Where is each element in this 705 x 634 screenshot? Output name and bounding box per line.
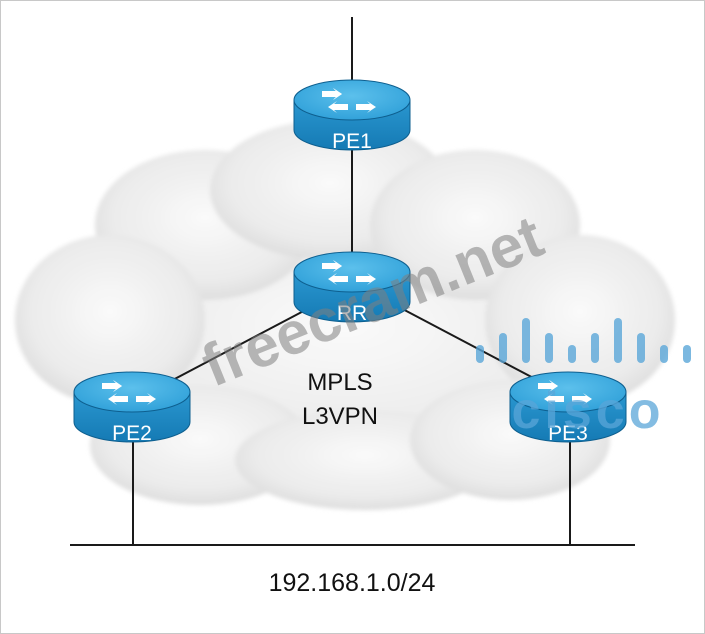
router-icon — [293, 251, 411, 293]
mpls-cloud — [15, 120, 675, 510]
router-label-pe1: PE1 — [332, 130, 372, 153]
router-pe3[interactable]: PE3 — [509, 371, 627, 445]
link-rr-pe2 — [149, 304, 316, 393]
router-rr[interactable]: RR — [293, 251, 411, 325]
router-pe2[interactable]: PE2 — [73, 371, 191, 445]
cloud-label-line1: MPLS — [307, 369, 372, 396]
router-icon — [73, 371, 191, 413]
cloud-label-line2: L3VPN — [302, 403, 378, 430]
watermark-brand-text: cisco — [512, 382, 665, 440]
router-pe1[interactable]: PE1 — [293, 79, 411, 153]
router-label-pe2: PE2 — [112, 422, 152, 445]
router-icon — [509, 371, 627, 413]
router-icon — [293, 79, 411, 121]
watermark-brand-logo — [476, 318, 691, 363]
router-label-pe3: PE3 — [548, 422, 588, 445]
segment-label: 192.168.1.0/24 — [269, 569, 436, 597]
router-label-rr: RR — [337, 302, 367, 325]
